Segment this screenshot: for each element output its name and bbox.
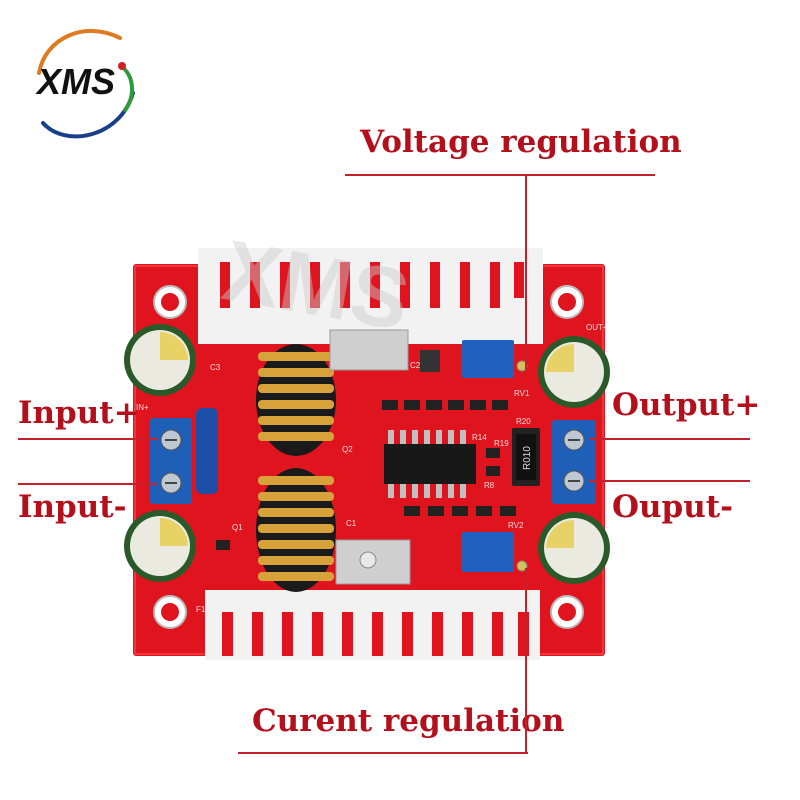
input-minus-line <box>18 483 158 485</box>
mark-q2: Q2 <box>342 445 353 454</box>
mounting-holes <box>153 285 584 629</box>
mark-q1: Q1 <box>232 523 243 532</box>
mark-c1: C1 <box>346 519 357 528</box>
input-plus-label: Input+ <box>18 395 140 431</box>
inductor-coil-bottom <box>256 468 336 592</box>
logo-text: XMS <box>35 61 115 102</box>
mark-rv2: RV2 <box>508 521 524 530</box>
output-plus-label: Output+ <box>612 387 761 423</box>
capacitor-top-left <box>124 324 196 396</box>
mark-r14: R14 <box>472 433 487 442</box>
current-regulation-label: Curent regulation <box>252 703 565 739</box>
capacitor-bottom-right <box>538 512 610 584</box>
mark-out-plus: OUT+ <box>586 323 608 332</box>
output-plus-line <box>590 438 750 440</box>
mark-c3: C3 <box>210 363 221 372</box>
bottom-heatsink <box>205 590 540 660</box>
input-film-capacitor <box>196 408 218 494</box>
output-minus-label: Ouput- <box>612 489 733 525</box>
mark-r19: R19 <box>494 439 509 448</box>
mark-f1: F1 <box>196 605 206 614</box>
voltage-label-underline <box>345 174 655 176</box>
output-terminal-block <box>552 420 596 504</box>
capacitor-top-right <box>538 336 610 408</box>
inductor-coil-top <box>256 344 336 456</box>
voltage-regulation-label: Voltage regulation <box>360 124 682 160</box>
input-minus-label: Input- <box>18 489 127 525</box>
voltage-callout-line <box>525 174 527 370</box>
mark-r20: R20 <box>516 417 531 426</box>
current-label-underline <box>238 752 528 754</box>
mark-r010: R010 <box>522 446 533 470</box>
output-minus-line <box>590 480 750 482</box>
voltage-potentiometer <box>462 340 528 378</box>
xms-logo: XMS <box>25 18 145 148</box>
mark-in-plus: IN+ <box>136 403 149 412</box>
input-plus-line <box>18 438 158 440</box>
mark-rv1: RV1 <box>514 389 530 398</box>
input-terminal-block <box>150 418 192 504</box>
current-callout-line <box>525 568 527 754</box>
smd-components <box>216 350 516 550</box>
mark-r8: R8 <box>484 481 495 490</box>
capacitor-bottom-left <box>124 510 196 582</box>
top-heatsink <box>198 248 543 344</box>
mark-c2: C2 <box>410 361 421 370</box>
capacitors <box>124 324 610 584</box>
current-potentiometer <box>462 532 528 572</box>
control-ic <box>384 430 476 498</box>
mosfet-top <box>329 329 409 371</box>
